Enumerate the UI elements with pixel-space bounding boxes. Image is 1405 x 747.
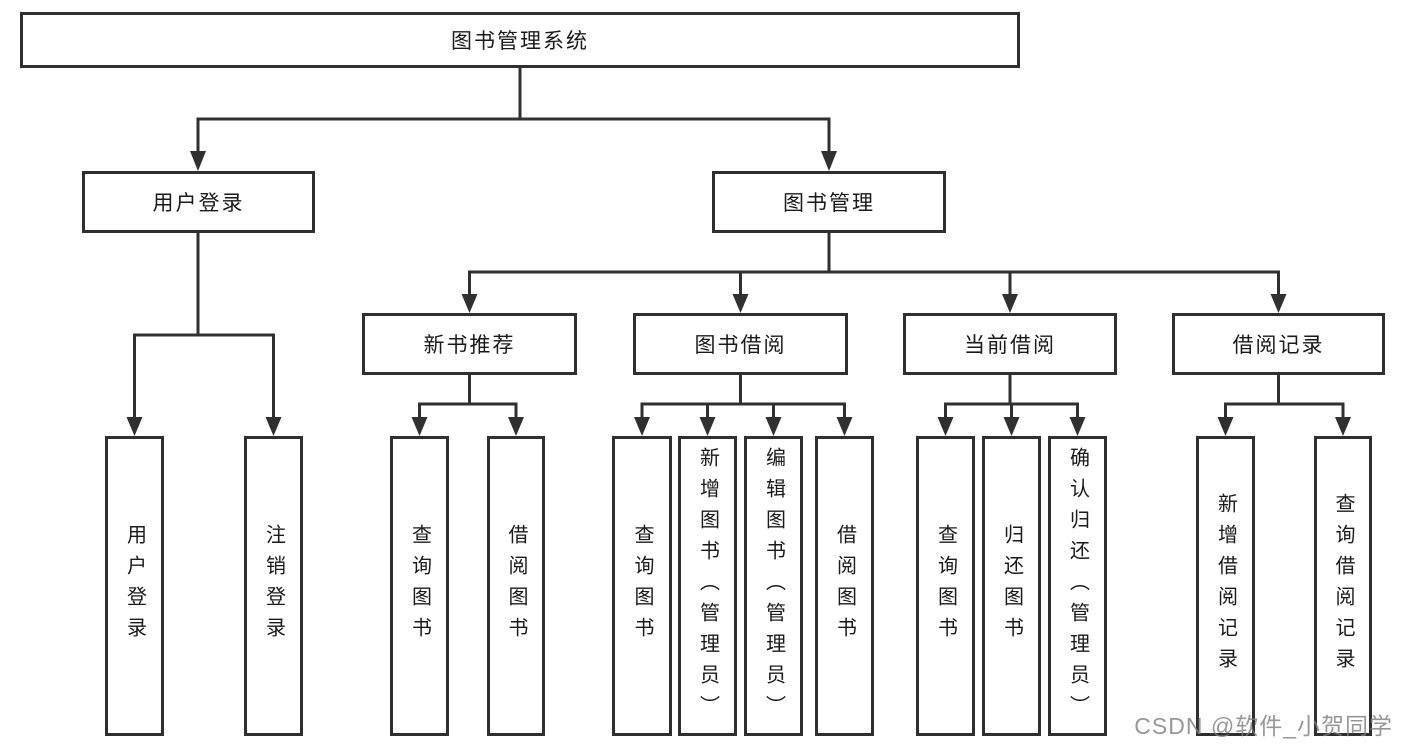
node-leaf-add-borrow-record: 新增借阅记录 — [1196, 436, 1255, 736]
node-leaf-logout-label: 注销登录 — [262, 524, 285, 648]
node-book-management: 图书管理 — [712, 171, 946, 233]
node-leaf-borrow-books: 借阅图书 — [815, 436, 874, 736]
connector-borrow-records-to-leaves — [1217, 375, 1351, 436]
node-user-login: 用户登录 — [82, 171, 315, 233]
node-leaf-logout: 注销登录 — [244, 436, 303, 736]
node-leaf-return-books: 归还图书 — [982, 436, 1041, 736]
node-leaf-user-login-label: 用户登录 — [123, 524, 146, 648]
node-borrow-records: 借阅记录 — [1172, 313, 1385, 375]
connector-new-book-to-leaves — [411, 375, 524, 436]
node-leaf-recommend-query-books-label: 查询图书 — [408, 524, 431, 648]
node-leaf-current-query-books: 查询图书 — [916, 436, 975, 736]
node-leaf-confirm-return-admin-label: 确认归还（管理员） — [1066, 446, 1089, 726]
node-leaf-query-borrow-record: 查询借阅记录 — [1314, 436, 1372, 736]
node-leaf-return-books-label: 归还图书 — [1000, 524, 1023, 648]
node-leaf-add-borrow-record-label: 新增借阅记录 — [1214, 493, 1237, 679]
connector-book-borrow-to-leaves — [634, 375, 853, 436]
node-new-book-recommend-label: 新书推荐 — [423, 334, 516, 357]
node-book-borrow-label: 图书借阅 — [694, 334, 787, 357]
node-leaf-edit-books-admin: 编辑图书（管理员） — [744, 436, 803, 736]
node-leaf-confirm-return-admin: 确认归还（管理员） — [1048, 436, 1107, 736]
node-library-system-label: 图书管理系统 — [451, 30, 589, 53]
node-new-book-recommend: 新书推荐 — [362, 313, 577, 375]
node-leaf-add-books-admin-label: 新增图书（管理员） — [696, 446, 719, 726]
node-borrow-records-label: 借阅记录 — [1232, 334, 1325, 357]
node-leaf-edit-books-admin-label: 编辑图书（管理员） — [762, 446, 785, 726]
connector-current-borrow-to-leaves — [937, 375, 1086, 436]
connector-user-login-to-leaves — [126, 233, 282, 436]
node-leaf-borrow-query-books-label: 查询图书 — [631, 524, 653, 648]
node-book-management-label: 图书管理 — [783, 192, 875, 215]
node-leaf-borrow-books-label: 借阅图书 — [833, 524, 856, 648]
connector-root-to-level2 — [190, 67, 837, 171]
node-book-borrow: 图书借阅 — [633, 313, 848, 375]
node-leaf-borrow-query-books: 查询图书 — [612, 436, 672, 736]
watermark: CSDN @软件_小贺同学 — [1134, 713, 1393, 739]
node-leaf-recommend-query-books: 查询图书 — [390, 436, 449, 736]
node-leaf-recommend-borrow-books-label: 借阅图书 — [505, 524, 527, 648]
node-current-borrow: 当前借阅 — [903, 313, 1117, 375]
node-library-system: 图书管理系统 — [20, 12, 1020, 68]
node-leaf-query-borrow-record-label: 查询借阅记录 — [1332, 493, 1354, 679]
connector-book-mgmt-to-level3 — [461, 233, 1287, 313]
node-user-login-label: 用户登录 — [152, 192, 245, 215]
node-leaf-recommend-borrow-books: 借阅图书 — [487, 436, 545, 736]
node-leaf-add-books-admin: 新增图书（管理员） — [678, 436, 737, 736]
node-leaf-current-query-books-label: 查询图书 — [934, 524, 957, 648]
node-current-borrow-label: 当前借阅 — [964, 334, 1056, 357]
node-leaf-user-login: 用户登录 — [105, 436, 164, 736]
